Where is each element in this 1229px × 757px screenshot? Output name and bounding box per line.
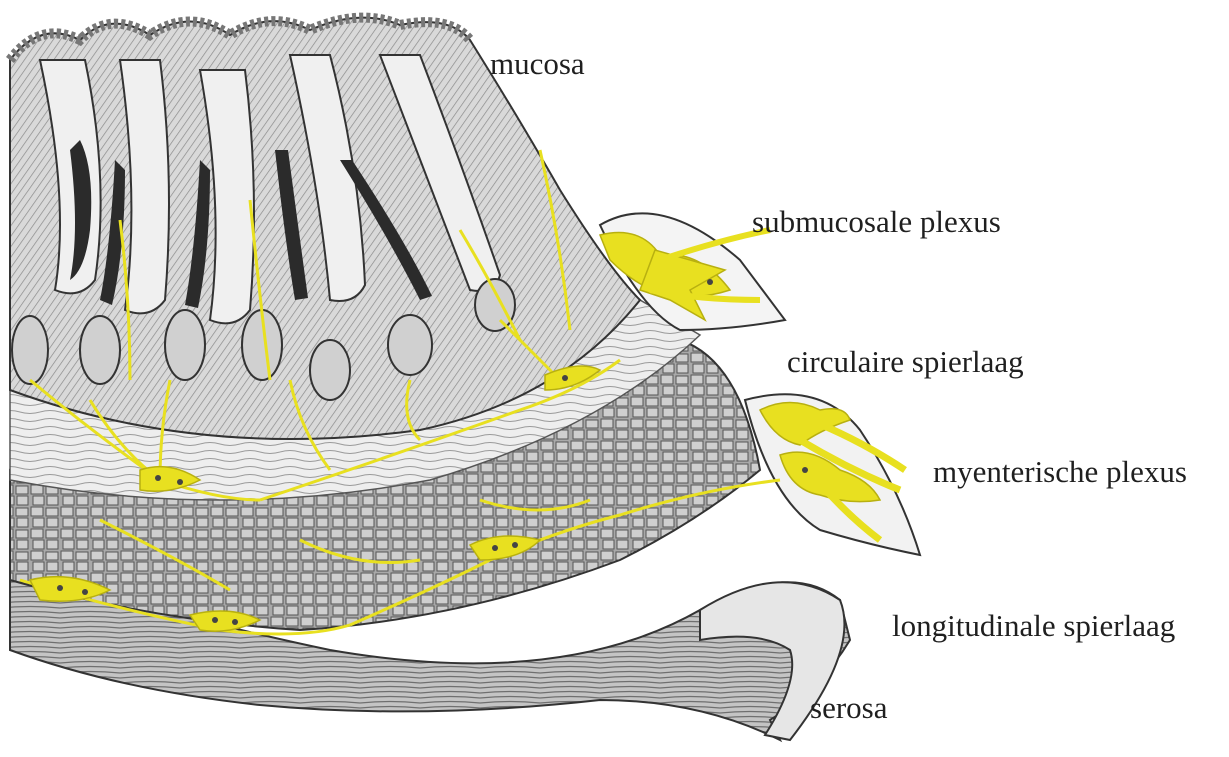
label-serosa: serosa: [810, 692, 887, 723]
label-longitudinal-muscle: longitudinale spierlaag: [892, 610, 1175, 641]
label-mucosa: mucosa: [490, 48, 585, 79]
label-circular-muscle: circulaire spierlaag: [787, 346, 1024, 377]
label-submucosal-plexus: submucosale plexus: [752, 206, 1001, 237]
label-myenteric-plexus: myenterische plexus: [933, 456, 1187, 487]
